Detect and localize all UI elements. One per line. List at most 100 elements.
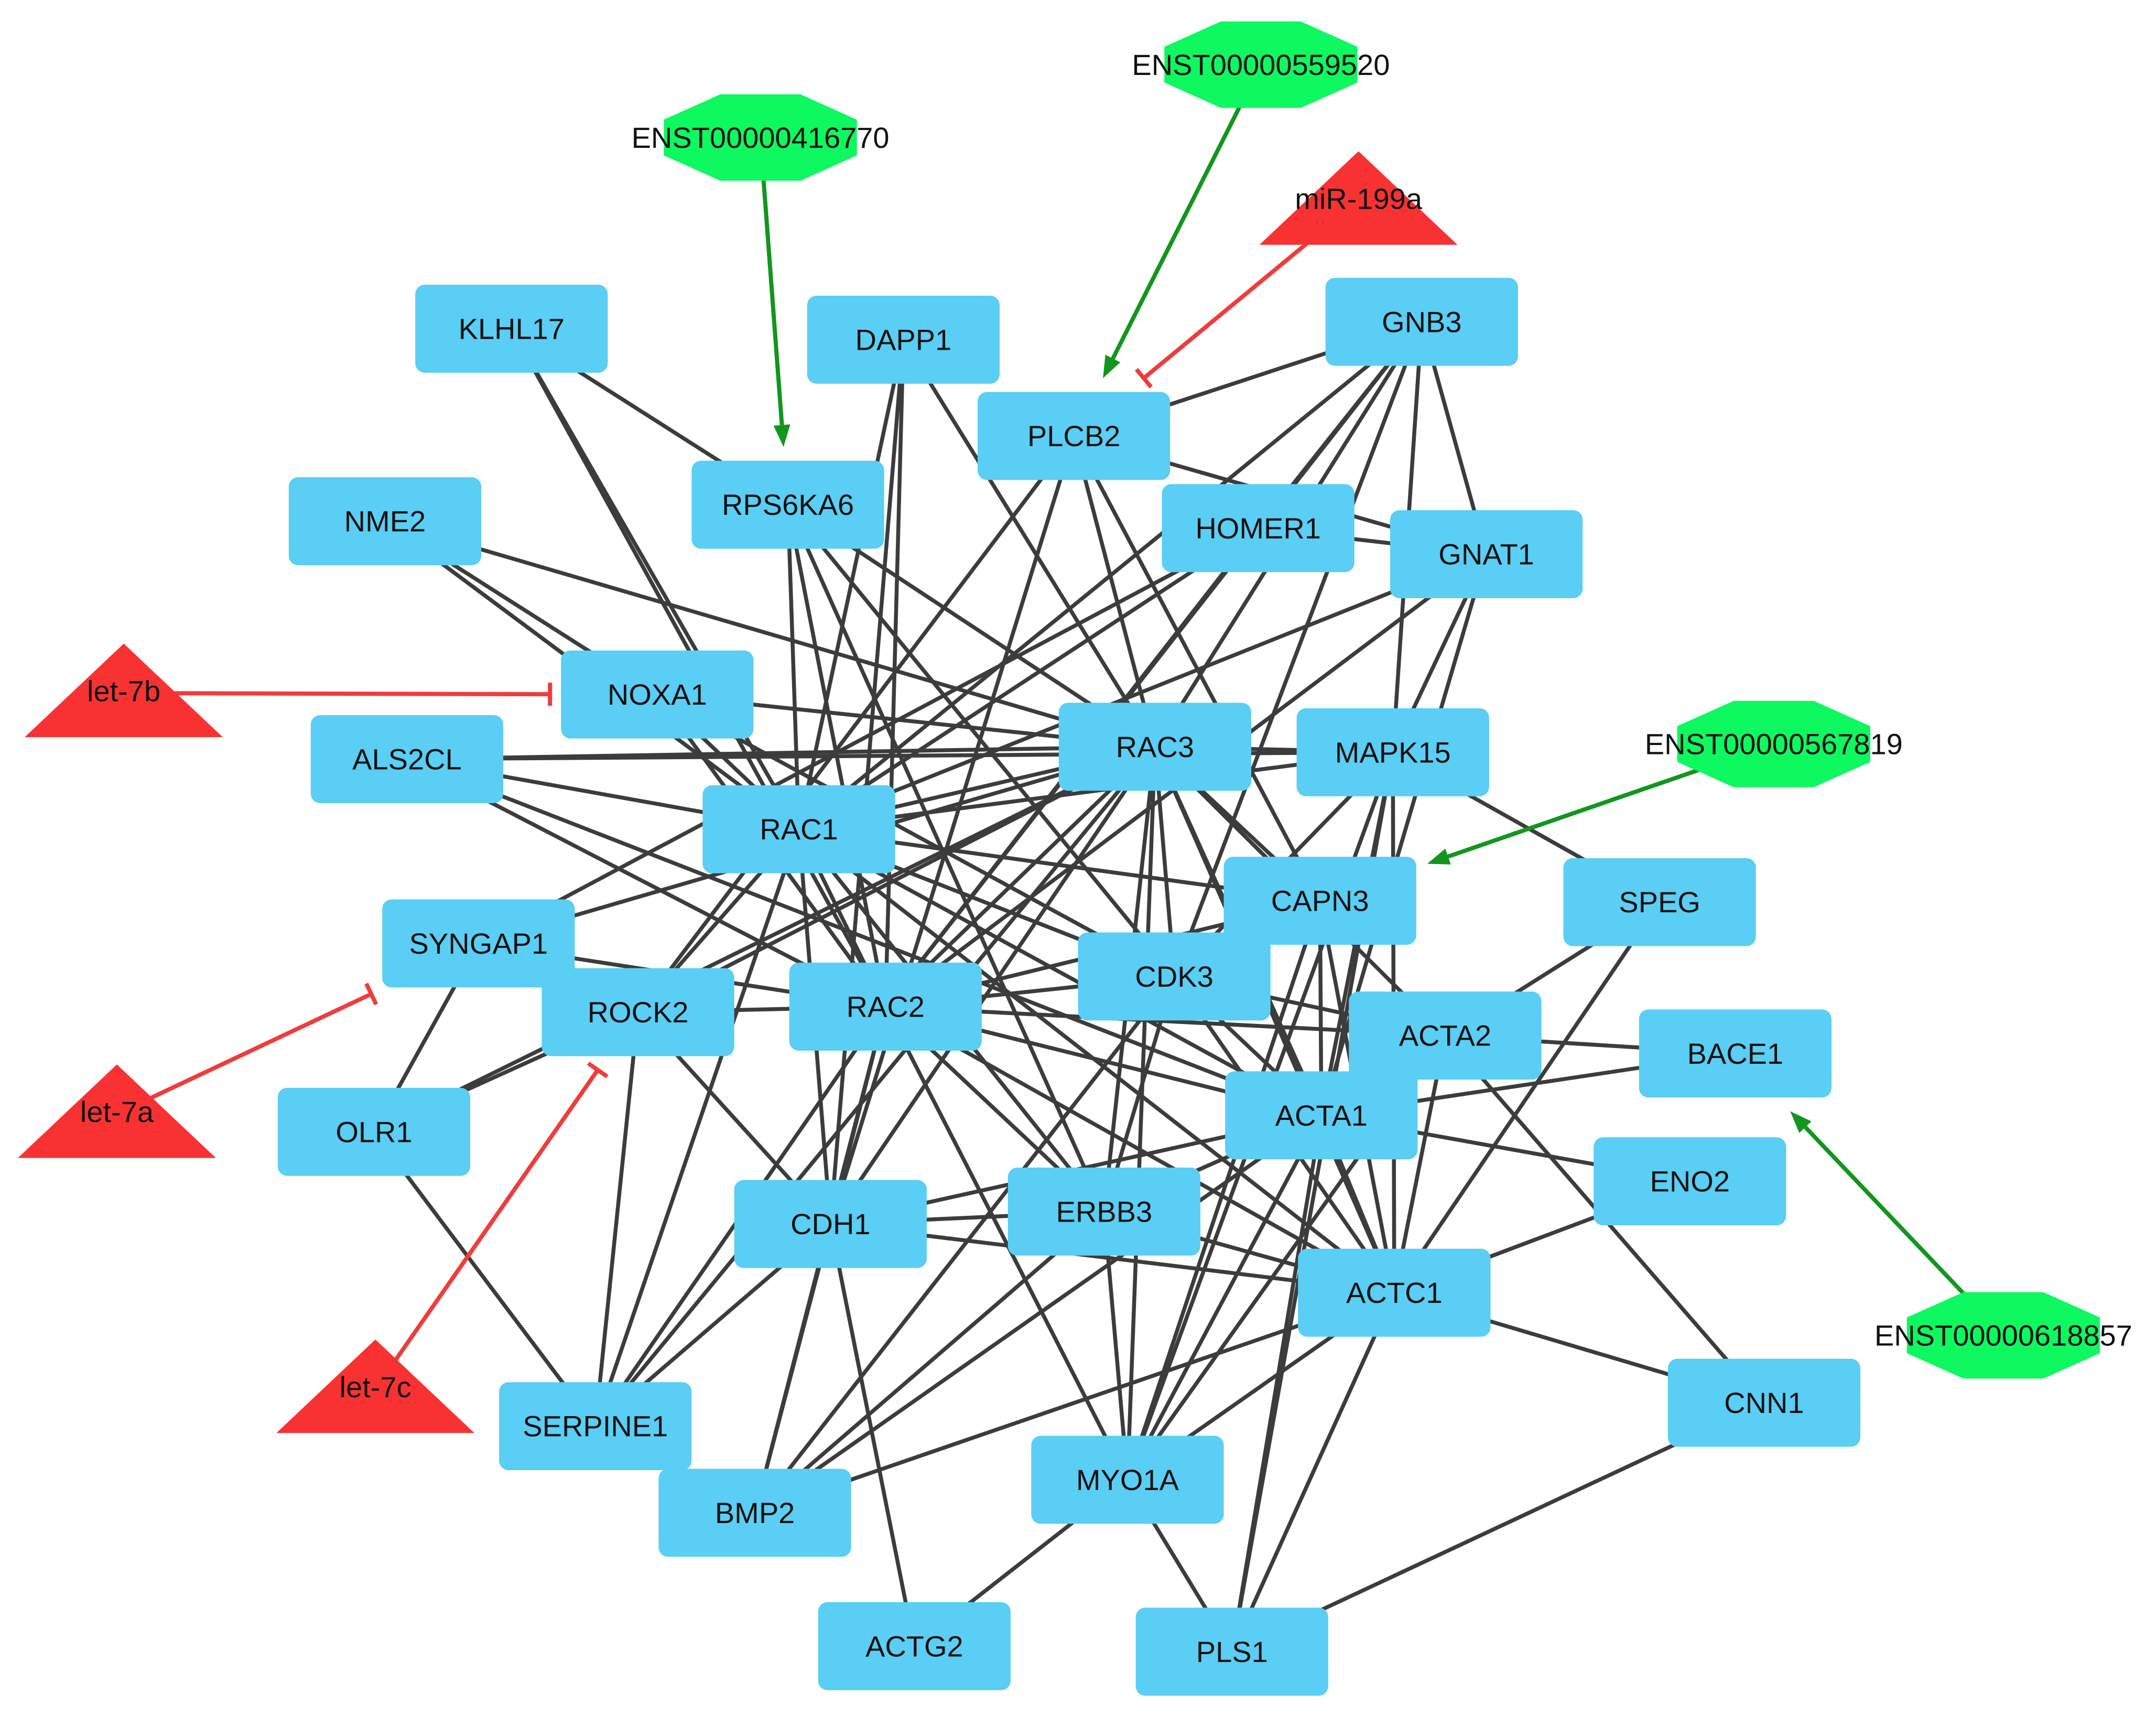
node-label: RAC1 — [760, 813, 838, 846]
gene-node-bmp2: BMP2 — [658, 1469, 851, 1557]
node-label: HOMER1 — [1195, 512, 1321, 545]
lncrna-node-enst00000559520: ENST00000559520 — [1132, 21, 1390, 108]
node-label: miR-199a — [1295, 182, 1423, 215]
gene-node-olr1: OLR1 — [277, 1087, 471, 1176]
interaction-edge-cdk3-bmp2 — [753, 975, 1176, 1514]
interaction-edge-rac1-serpine1 — [593, 828, 801, 1427]
gene-node-rps6ka6: RPS6KA6 — [691, 460, 884, 549]
gene-node-actg2: ACTG2 — [818, 1602, 1011, 1690]
node-label: ENST00000559520 — [1132, 48, 1390, 81]
node-label: MAPK15 — [1335, 736, 1451, 769]
interaction-edge-gnat1-rac1 — [798, 552, 1487, 832]
interaction-edge-homer1-syngap1 — [478, 526, 1259, 945]
node-label: GNAT1 — [1438, 538, 1534, 571]
gene-node-rac1: RAC1 — [702, 785, 895, 873]
gene-node-erbb3: ERBB3 — [1007, 1168, 1200, 1256]
node-label: ALS2CL — [352, 742, 462, 775]
mirna-node-let-7a: let-7a — [18, 1064, 216, 1158]
mirna-node-mir-199a: miR-199a — [1259, 151, 1458, 245]
gene-node-klhl17: KLHL17 — [415, 284, 608, 373]
gene-node-speg: SPEG — [1563, 858, 1756, 946]
node-label: ERBB3 — [1056, 1195, 1153, 1228]
node-label: CDH1 — [790, 1207, 870, 1240]
node-label: KLHL17 — [459, 312, 565, 345]
interaction-edge-capn3-myo1a — [1125, 900, 1322, 1481]
node-label: CAPN3 — [1271, 884, 1369, 918]
gene-node-acta1: ACTA1 — [1225, 1071, 1418, 1160]
gene-node-myo1a: MYO1A — [1031, 1436, 1224, 1524]
node-label: RAC2 — [847, 990, 925, 1023]
node-label: SYNGAP1 — [409, 927, 548, 960]
gene-node-acta2: ACTA2 — [1349, 991, 1542, 1080]
gene-node-actc1: ACTC1 — [1298, 1248, 1491, 1337]
interaction-edge-gnb3-cdk3 — [1172, 321, 1424, 977]
gene-node-cdk3: CDK3 — [1078, 932, 1271, 1021]
interaction-edge-rac3-cdh1 — [829, 746, 1157, 1225]
gene-node-plcb2: PLCB2 — [978, 392, 1171, 480]
node-label: GNB3 — [1382, 305, 1462, 338]
interaction-edge-rac2-actc1 — [884, 1005, 1395, 1294]
interaction-edge-actc1-pls1 — [1230, 1292, 1396, 1653]
interaction-edge-actc1-bmp2 — [754, 1291, 1395, 1515]
node-label: ACTA1 — [1275, 1099, 1368, 1132]
interaction-edge-acta1-pls1 — [1230, 1115, 1324, 1652]
activation-edge-enst00000559520-plcb2 — [1103, 63, 1263, 379]
node-label: CDK3 — [1135, 960, 1213, 993]
interaction-edge-rock2-serpine1 — [593, 1012, 640, 1427]
interaction-edge-nme2-rac3 — [384, 519, 1156, 749]
interaction-edge-dapp1-cdh1 — [828, 339, 906, 1224]
gene-node-pls1: PLS1 — [1135, 1607, 1328, 1696]
node-label: ENO2 — [1650, 1165, 1730, 1198]
inhibition-edge-let-7c-rock2 — [373, 1061, 609, 1390]
gene-node-cdh1: CDH1 — [734, 1180, 927, 1268]
inhibition-edge-let-7b-noxa1 — [124, 683, 552, 706]
node-label: OLR1 — [335, 1115, 412, 1148]
interaction-edge-plcb2-rac3 — [1072, 435, 1157, 748]
gene-node-dapp1: DAPP1 — [807, 295, 1000, 384]
node-label: let-7c — [340, 1370, 411, 1404]
interaction-edge-speg-actc1 — [1392, 901, 1662, 1294]
node-label: ENST00000416770 — [632, 121, 890, 154]
node-label: PLS1 — [1196, 1635, 1268, 1668]
interaction-edge-rac3-myo1a — [1125, 747, 1157, 1480]
interaction-edge-dapp1-rac3 — [902, 338, 1157, 748]
gene-node-rac3: RAC3 — [1058, 703, 1252, 791]
inhibition-edge-let-7a-syngap1 — [116, 983, 378, 1116]
lncrna-node-enst00000416770: ENST00000416770 — [632, 94, 890, 181]
node-label: SERPINE1 — [523, 1410, 668, 1443]
node-label: CNN1 — [1724, 1386, 1804, 1419]
gene-node-gnb3: GNB3 — [1325, 277, 1518, 366]
node-label: let-7a — [80, 1095, 154, 1128]
gene-node-homer1: HOMER1 — [1162, 484, 1355, 573]
node-label: NME2 — [344, 505, 426, 538]
gene-node-noxa1: NOXA1 — [561, 650, 754, 739]
interaction-edge-cdh1-bmp2 — [753, 1223, 832, 1514]
node-label: ACTG2 — [865, 1629, 963, 1663]
interaction-edge-noxa1-cdk3 — [656, 693, 1175, 978]
interaction-edge-gnb3-rac1 — [797, 320, 1423, 831]
node-label: RAC3 — [1116, 730, 1194, 763]
node-label: ACTA2 — [1399, 1019, 1491, 1052]
gene-node-rac2: RAC2 — [789, 963, 982, 1051]
interaction-edge-homer1-rac1 — [797, 526, 1260, 831]
node-label: MYO1A — [1076, 1463, 1179, 1496]
node-label: ACTC1 — [1346, 1276, 1443, 1309]
mirna-node-let-7b: let-7b — [25, 643, 223, 737]
node-label: BACE1 — [1687, 1037, 1784, 1070]
gene-node-eno2: ENO2 — [1594, 1137, 1786, 1226]
node-label: DAPP1 — [855, 323, 952, 356]
node-label: BMP2 — [715, 1496, 795, 1529]
gene-node-bace1: BACE1 — [1639, 1009, 1832, 1098]
interaction-edge-erbb3-myo1a — [1102, 1211, 1130, 1480]
interaction-edge-rac3-serpine1 — [593, 745, 1157, 1428]
interaction-edge-olr1-serpine1 — [372, 1130, 597, 1428]
interaction-edge-rac2-myo1a — [883, 1006, 1130, 1481]
node-label: NOXA1 — [608, 678, 707, 711]
interaction-edge-als2cl-acta1 — [406, 757, 1323, 1117]
mirna-node-let-7c: let-7c — [276, 1339, 474, 1433]
node-label: RPS6KA6 — [722, 488, 854, 521]
gene-node-gnat1: GNAT1 — [1390, 510, 1583, 599]
lncrna-node-enst00000618857: ENST00000618857 — [1875, 1292, 2132, 1379]
